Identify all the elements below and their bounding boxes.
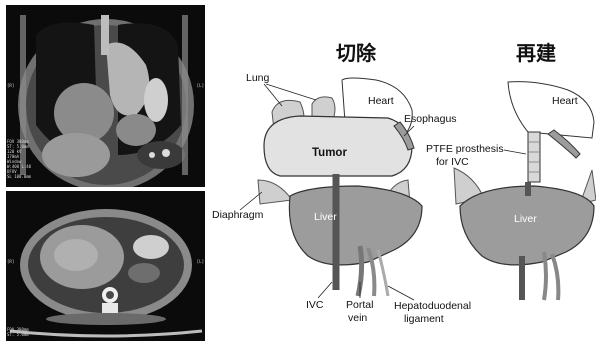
surgical-diagram-svg: 切除 Lung Heart Esophagus Tumor Diaphragm … bbox=[208, 0, 596, 346]
esophagus-label: Esophagus bbox=[404, 113, 457, 125]
diaphragm-label: Diaphragm bbox=[212, 209, 264, 221]
hepatoduodenal-label-line2: ligament bbox=[404, 313, 444, 325]
ct-side-line: SL 100.0mm bbox=[7, 174, 31, 179]
ct-coronal-graphic bbox=[6, 5, 205, 187]
ct-axial-right-marker: [L] bbox=[197, 259, 204, 264]
tumor-label: Tumor bbox=[312, 147, 347, 159]
ct-axial-side-text: FOV 380mm ST: 5.0mm bbox=[7, 327, 29, 337]
diaphragm-leader bbox=[240, 192, 262, 210]
hepatoduodenal-vessel-2 bbox=[378, 250, 388, 296]
liver-shape-resection bbox=[289, 186, 422, 265]
ct-side-line: ST: 5.0mm bbox=[7, 332, 29, 337]
heart-label-resection: Heart bbox=[368, 95, 394, 107]
hepatoduodenal-label-line1: Hepatoduodenal bbox=[394, 300, 471, 312]
portal-vein-label-line2: vein bbox=[348, 312, 367, 324]
ct-axial-image: [R] [L] FOV 380mm ST: 5.0mm bbox=[6, 191, 205, 341]
ptfe-label-line2: for IVC bbox=[436, 156, 469, 168]
diaphragm-left-shape bbox=[258, 180, 292, 204]
ct-axial-graphic bbox=[6, 191, 205, 341]
lung-label: Lung bbox=[246, 72, 270, 84]
ptfe-leader bbox=[504, 150, 526, 154]
portal-vein-label-line1: Portal bbox=[346, 299, 373, 311]
ct-coronal-right-marker: [L] bbox=[197, 83, 204, 88]
tumor-shape bbox=[264, 116, 412, 176]
liver-label-resection: Liver bbox=[314, 211, 337, 223]
surgical-diagram: 切除 Lung Heart Esophagus Tumor Diaphragm … bbox=[208, 0, 596, 346]
resection-heading: 切除 bbox=[336, 41, 377, 65]
ct-coronal-side-text: FOV 380mm ST: 5.0mm 120 kV 170mA Window … bbox=[7, 139, 31, 179]
heart-shape-reconstruction bbox=[508, 82, 594, 138]
hepatoduodenal-leader bbox=[388, 286, 414, 300]
ct-axial-left-marker: [R] bbox=[7, 259, 14, 264]
ct-coronal-image: [R] [L] FOV 380mm ST: 5.0mm 120 kV 170mA… bbox=[6, 5, 205, 187]
ivc-label: IVC bbox=[306, 299, 324, 311]
ivc-leader bbox=[318, 282, 332, 298]
reconstruction-heading: 再建 bbox=[516, 41, 556, 65]
liver-shape-reconstruction bbox=[460, 186, 594, 265]
ptfe-label-line1: PTFE prosthesis bbox=[426, 143, 504, 155]
ct-coronal-left-marker: [R] bbox=[7, 83, 14, 88]
heart-label-reconstruction: Heart bbox=[552, 95, 578, 107]
vessels-reconstruction bbox=[544, 252, 558, 300]
ptfe-prosthesis-graft bbox=[528, 132, 540, 182]
liver-label-reconstruction: Liver bbox=[514, 213, 537, 225]
